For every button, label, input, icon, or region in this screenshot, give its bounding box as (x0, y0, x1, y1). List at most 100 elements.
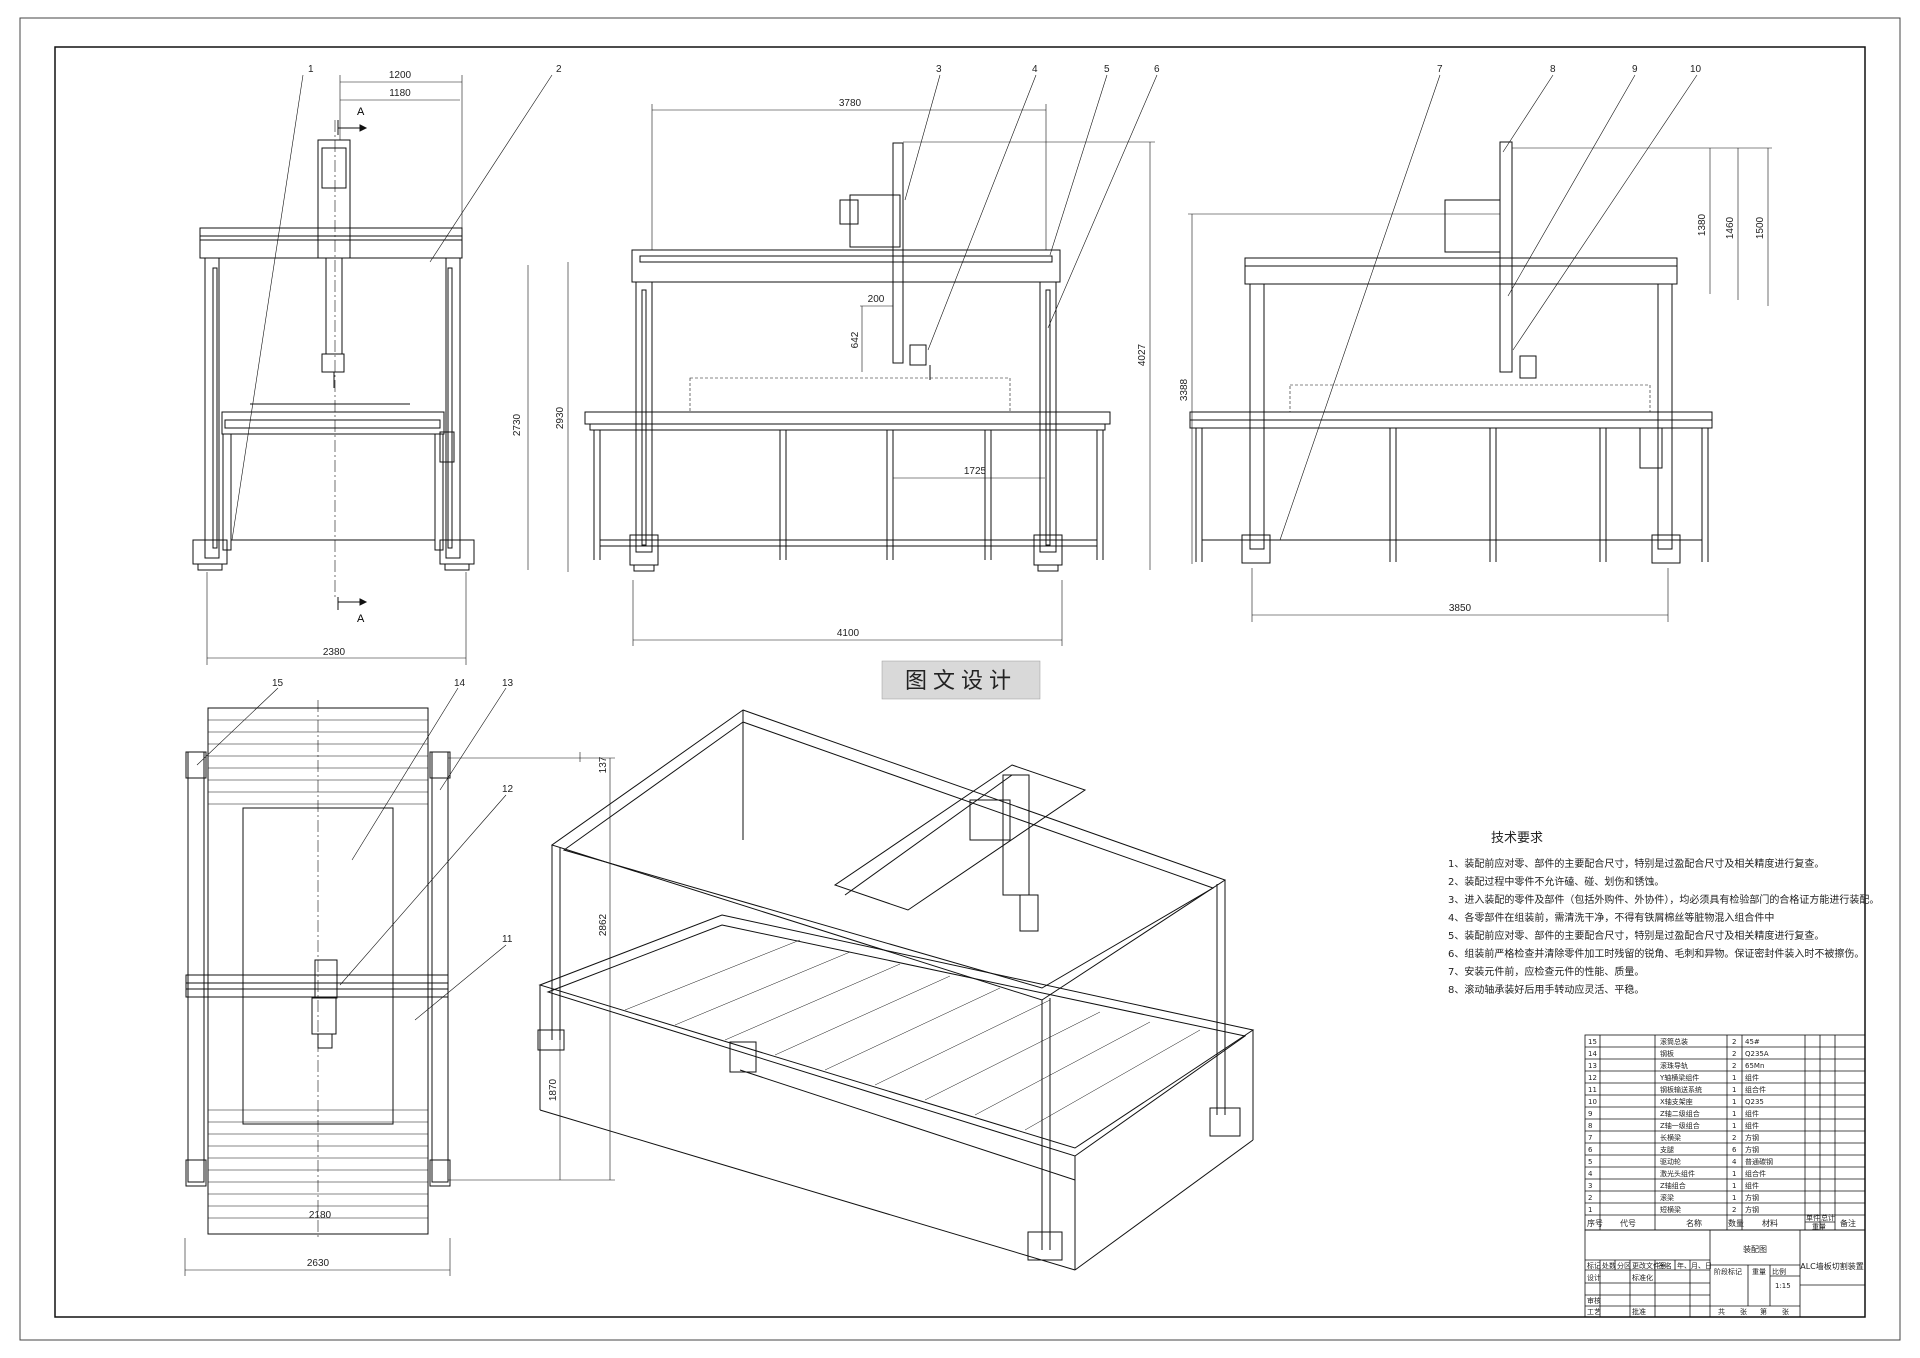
bom-header-unit-weight: 单件 (1806, 1213, 1820, 1222)
bom-no: 5 (1588, 1158, 1592, 1166)
section-mark-top: A (357, 106, 365, 118)
bom-name: 滚珠导轨 (1660, 1061, 1688, 1070)
bom-name: 激光头组件 (1660, 1169, 1695, 1178)
dim-plan-edge: 137 (598, 756, 609, 773)
bom-material: 方钢 (1745, 1133, 1759, 1142)
dim-front-width-inner: 1180 (389, 88, 411, 99)
bom-no: 2 (1588, 1194, 1592, 1202)
balloon-9: 9 (1632, 64, 1638, 75)
title-block (1584, 1229, 1866, 1318)
bom-name: Z轴一级组合 (1660, 1121, 1700, 1130)
bom-no: 8 (1588, 1122, 1592, 1130)
dim-side-width-base: 4100 (837, 628, 860, 639)
label-standard: 标准化 (1632, 1273, 1653, 1282)
balloon-5: 5 (1104, 64, 1110, 75)
bom-row: 8 Z轴一级组合 1 组件 (1588, 1121, 1759, 1130)
inner-border (54, 46, 1866, 1318)
bom-no: 10 (1588, 1098, 1597, 1106)
stage-label: 阶段标记 (1714, 1267, 1742, 1276)
bom-qty: 1 (1732, 1182, 1736, 1190)
balloon-10: 10 (1690, 64, 1702, 75)
dim-right-height: 3388 (1179, 378, 1190, 401)
bom-qty: 2 (1732, 1050, 1736, 1058)
bom-name: Z轴二级组合 (1660, 1109, 1700, 1118)
scale-value: 1:15 (1775, 1282, 1791, 1290)
balloon-12: 12 (502, 784, 514, 795)
bom-material: 组件 (1745, 1121, 1759, 1130)
right-view (1188, 74, 1772, 622)
iso-rollers (624, 939, 1201, 1131)
dim-front-height-b: 2930 (555, 406, 566, 429)
label-count: 处数 (1602, 1261, 1616, 1270)
bom-header-remark: 备注 (1840, 1218, 1856, 1228)
bom-no: 12 (1588, 1074, 1597, 1082)
requirement-item: 3、进入装配的零件及部件（包括外购件、外协件），均必须具有检验部门的合格证方能进… (1448, 893, 1879, 906)
bom-no: 13 (1588, 1062, 1597, 1070)
requirements-title: 技术要求 (1491, 831, 1543, 846)
technical-requirements: 技术要求 1、装配前应对零、部件的主要配合尺寸，特别是过盈配合尺寸及相关精度进行… (1448, 831, 1879, 996)
balloon-11: 11 (502, 934, 513, 945)
bom-name: X轴支架座 (1660, 1097, 1693, 1106)
bom-qty: 4 (1732, 1158, 1737, 1166)
bom-material: 方钢 (1745, 1193, 1759, 1202)
balloon-15: 15 (272, 678, 284, 689)
bom-qty: 6 (1732, 1146, 1737, 1154)
product-name: ALC墙板切割装置 (1800, 1261, 1864, 1271)
bom-no: 9 (1588, 1110, 1592, 1118)
dim-side-width-top: 3780 (839, 98, 862, 109)
balloon-14: 14 (454, 678, 466, 689)
dim-right-width-base: 3850 (1449, 603, 1472, 614)
section-mark-bottom: A (357, 613, 365, 625)
balloon-7: 7 (1437, 64, 1443, 75)
dim-right-h1: 1380 (1697, 213, 1708, 236)
bom-name: Y轴横梁组件 (1659, 1073, 1699, 1082)
bom-name: 滚梁 (1660, 1193, 1674, 1202)
bom-name: 钢板 (1660, 1049, 1674, 1058)
plan-view (184, 687, 615, 1276)
dim-right-h3: 1500 (1755, 216, 1766, 239)
bom-no: 14 (1588, 1050, 1597, 1058)
requirement-item: 1、装配前应对零、部件的主要配合尺寸，特别是过盈配合尺寸及相关精度进行复查。 (1448, 857, 1824, 870)
requirement-item: 4、各零部件在组装前，需清洗干净，不得有铁屑棉丝等脏物混入组合件中 (1448, 911, 1774, 924)
requirement-item: 7、安装元件前，应检查元件的性能、质量。 (1448, 965, 1644, 978)
label-process: 工艺 (1587, 1308, 1601, 1316)
bom-name: 长横梁 (1660, 1133, 1681, 1142)
bom-no: 7 (1588, 1134, 1592, 1142)
bom-qty: 2 (1732, 1134, 1736, 1142)
label-sheet: 张 (1740, 1307, 1747, 1316)
bom-qty: 1 (1732, 1122, 1736, 1130)
label-zone: 分区 (1617, 1261, 1631, 1270)
label-review: 审核 (1587, 1296, 1601, 1305)
bom-no: 6 (1588, 1146, 1593, 1154)
bom-header-weight: 重量 (1812, 1223, 1826, 1231)
requirement-item: 8、滚动轴承装好后用手转动应灵活、平稳。 (1448, 983, 1644, 996)
bom-material: 组件 (1745, 1073, 1759, 1082)
dim-right-h2: 1460 (1725, 216, 1736, 239)
bom-header-material: 材料 (1762, 1218, 1778, 1228)
bom-name: 短横梁 (1660, 1205, 1681, 1214)
bom-header-code: 代号 (1620, 1218, 1636, 1228)
dim-plan-inner: 2180 (309, 1210, 332, 1221)
label-sign: 签名 (1658, 1261, 1672, 1270)
bom-qty: 2 (1732, 1062, 1736, 1070)
dim-side-offset: 200 (868, 294, 885, 305)
requirement-item: 6、组装前严格检查并清除零件加工时残留的锐角、毛刺和异物。保证密封件装入时不被擦… (1448, 947, 1864, 960)
isometric-view (537, 709, 1255, 1271)
bom-no: 3 (1588, 1182, 1592, 1190)
label-approve: 批准 (1632, 1307, 1646, 1316)
requirement-item: 2、装配过程中零件不允许磕、碰、划伤和锈蚀。 (1448, 875, 1664, 888)
bom-material: 普通碳钢 (1745, 1157, 1773, 1166)
dimension-labels: 1200 1180 2730 2930 2380 A A 3780 200 64… (307, 70, 1766, 1269)
weight-label: 重量 (1752, 1268, 1766, 1276)
balloon-4: 4 (1032, 64, 1038, 75)
label-total: 共 (1718, 1307, 1725, 1316)
label-mark: 标记 (1587, 1261, 1601, 1270)
bom-qty: 1 (1732, 1098, 1736, 1106)
